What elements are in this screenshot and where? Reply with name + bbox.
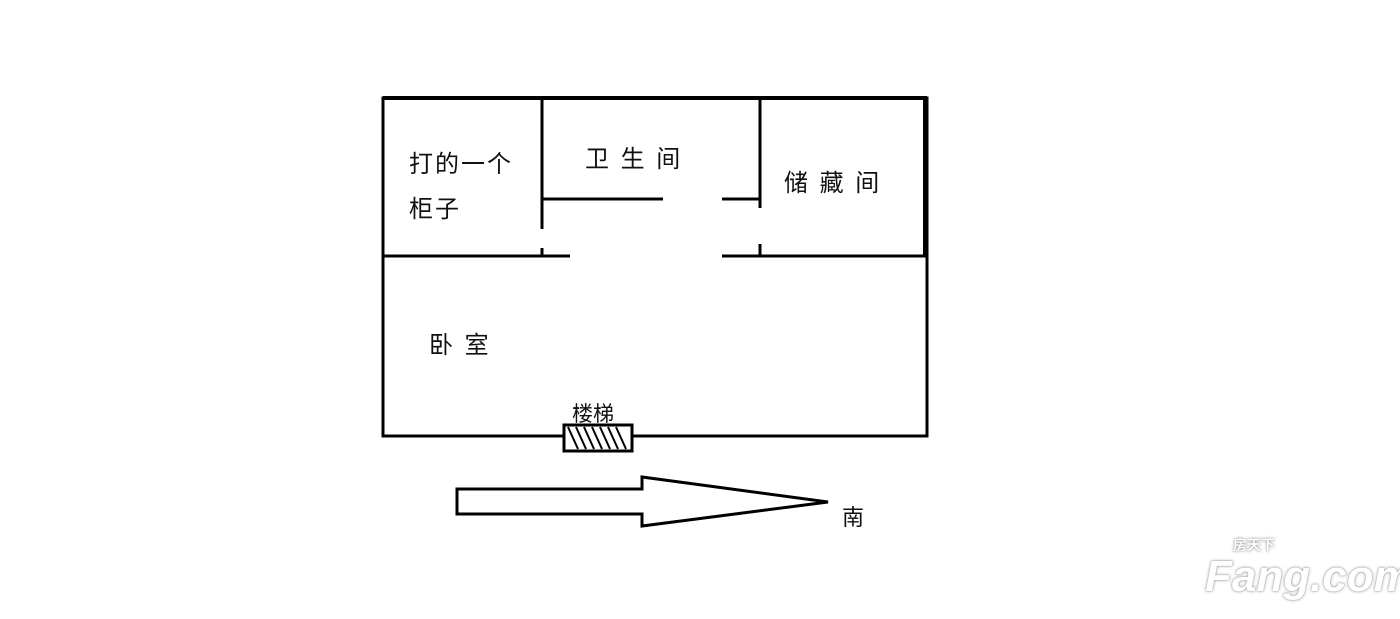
- storage-label: 储 藏 间: [784, 169, 882, 197]
- watermark-text: Fang.com: [1205, 552, 1400, 601]
- watermark-logo: 房天下 Fang.com: [1205, 536, 1400, 600]
- bathroom-label: 卫 生 间: [585, 145, 683, 173]
- south-label: 南: [842, 506, 867, 531]
- bedroom-label: 卧 室: [429, 331, 491, 359]
- cabinet-label-line2: 柜子: [409, 195, 461, 223]
- south-arrow-icon: [455, 475, 829, 528]
- stairs-symbol: [562, 423, 634, 453]
- watermark-cn: 房天下: [1233, 537, 1275, 553]
- stairs-label: 楼梯: [572, 402, 614, 426]
- cabinet-label-line1: 打的一个: [409, 150, 513, 178]
